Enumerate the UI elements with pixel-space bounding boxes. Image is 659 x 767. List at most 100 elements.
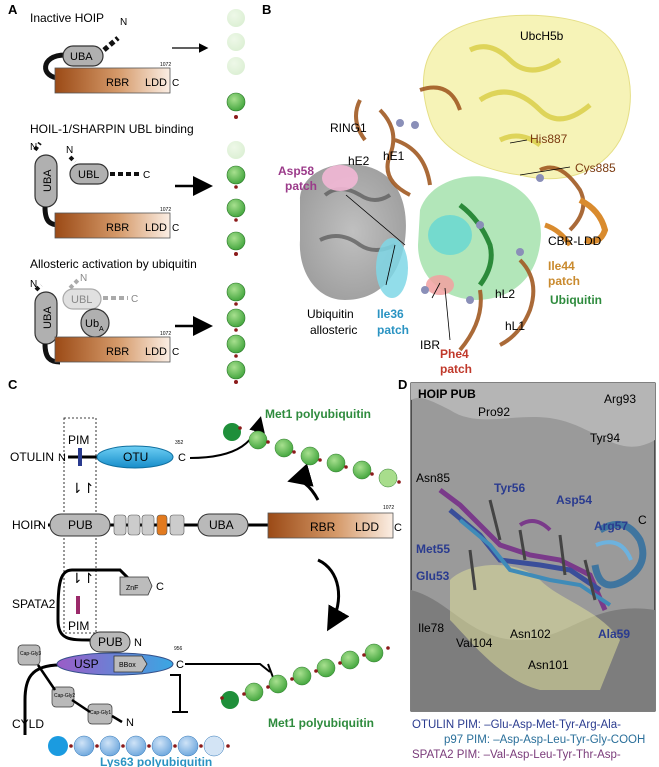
panel-b-letter: B <box>262 2 272 17</box>
hl2-label: hL2 <box>495 287 515 301</box>
bbox-label: BBox <box>119 662 136 669</box>
n-terminus: N <box>80 273 87 284</box>
residue-asp54: Asp54 <box>556 493 592 507</box>
panel-d-letter: D <box>398 377 408 392</box>
usp-c: C <box>176 659 184 671</box>
state-3-title: Allosteric activation by ubiquitin <box>30 257 197 271</box>
panel-d-title: HOIP PUB <box>418 387 476 401</box>
residue-tyr94: Tyr94 <box>590 431 620 445</box>
n-terminus: N <box>66 145 73 156</box>
interaction-box <box>63 417 97 634</box>
chain-state-2 <box>226 141 246 256</box>
ile36-label: Ile36 <box>377 307 404 321</box>
uba-label: UBA <box>209 518 234 532</box>
capgly1-domain <box>87 703 113 725</box>
uba-label: UBA <box>42 169 54 192</box>
met1-top-label: Met1 polyubiquitin <box>265 407 371 421</box>
hoip-label: HOIP <box>12 518 41 532</box>
residue-tyr56: Tyr56 <box>494 481 525 495</box>
c-terminus: C <box>143 170 150 181</box>
otulin-n: N <box>58 452 66 464</box>
ile36-patch <box>376 238 408 298</box>
his887-label: His887 <box>530 132 568 146</box>
pub2-label: PUB <box>98 635 123 649</box>
ubl-domain <box>69 163 109 185</box>
pub2-n: N <box>134 637 142 649</box>
rbr-ldd-domain <box>54 212 171 239</box>
c-terminus: C <box>172 347 179 358</box>
capgly2-domain <box>51 686 75 708</box>
residue-number: 1072 <box>160 62 171 68</box>
residue-pro92: Pro92 <box>478 405 510 419</box>
pim2-label: PIM <box>68 619 89 633</box>
rbr-label: RBR <box>106 77 129 89</box>
allosteric-label: allosteric <box>310 323 357 337</box>
rbr-label: RBR <box>106 346 129 358</box>
ubiquitin-allosteric-label: Ubiquitin <box>307 307 354 321</box>
hoip-ribbon <box>354 85 586 352</box>
c-terminus: C <box>131 294 138 305</box>
capgly3-label: Cap-Gly3 <box>20 651 41 657</box>
rbr-label: RBR <box>106 222 129 234</box>
ubl-label: UBL <box>71 294 92 306</box>
rbr-ldd-domain <box>54 67 171 94</box>
ldd-label: LDD <box>145 222 167 234</box>
spata2-label: SPATA2 <box>12 597 56 611</box>
ldd-label: LDD <box>355 520 379 534</box>
spata2-peptide <box>438 488 608 611</box>
helix-c-terminus: C <box>638 513 647 527</box>
phe4-label: Phe4 <box>440 347 469 361</box>
residue-asn102: Asn102 <box>510 627 551 641</box>
residue-ile78: Ile78 <box>418 621 444 635</box>
pub2-domain <box>89 631 131 653</box>
hoip-residue: 1072 <box>383 505 394 511</box>
uba-label: UBA <box>42 306 54 329</box>
ub-label: Ub <box>85 318 99 330</box>
ubl-label: UBL <box>78 169 99 181</box>
lys63-label: Lys63 polyubiquitin <box>100 755 212 767</box>
chain-state-3 <box>226 282 246 384</box>
ile44-label: Ile44 <box>548 259 575 273</box>
c-terminus: C <box>172 78 179 89</box>
hl1-label: hL1 <box>505 319 525 333</box>
met1-bottom-label: Met1 polyubiquitin <box>268 716 374 730</box>
phe4-patch-label: patch <box>440 362 472 376</box>
met1-chain-top <box>223 423 401 488</box>
he2-label: hE2 <box>348 154 370 168</box>
binding-arrows: ⇂↾ <box>71 480 94 496</box>
spata2-pim <box>76 596 80 614</box>
state-1-title: Inactive HOIP <box>30 11 104 25</box>
rbr-ldd-domain <box>54 336 171 363</box>
residue-arg57: Arg57 <box>594 519 628 533</box>
otulin-label: OTULIN <box>10 450 54 464</box>
znf-label: ZnF <box>126 585 138 592</box>
panel-b-structure: UbcH5b RING1 His887 Cys885 Asp58 patch h… <box>278 14 631 376</box>
bbox-domain <box>113 655 148 673</box>
ring1-label: RING1 <box>330 121 367 135</box>
asp58-label: Asp58 <box>278 164 314 178</box>
asp58-patch-label: patch <box>285 179 317 193</box>
capgly2-label: Cap-Gly2 <box>54 693 75 699</box>
chain-state-1 <box>226 9 246 119</box>
usp-residue: 956 <box>174 646 183 652</box>
residue-ala59: Ala59 <box>598 627 630 641</box>
cyld-n: N <box>126 717 134 729</box>
asp58-patch <box>322 165 358 191</box>
residue-asn101: Asn101 <box>528 658 569 672</box>
ldd-label: LDD <box>145 77 167 89</box>
ile44-patch-label: patch <box>548 274 580 288</box>
znf-domain <box>119 576 153 596</box>
hoip-n: N <box>38 520 46 532</box>
ubch5b-label: UbcH5b <box>520 29 564 43</box>
n-terminus: N <box>120 17 127 28</box>
residue-number: 1072 <box>160 207 171 213</box>
c-terminus: C <box>172 223 179 234</box>
p97-pim-sequence: p97 PIM: –Asp-Asp-Leu-Tyr-Gly-COOH <box>444 734 646 746</box>
otu-residue: 352 <box>175 440 184 446</box>
n-terminus: N <box>30 142 37 153</box>
uba-domain <box>62 45 104 67</box>
spata2-pim-sequence: SPATA2 PIM: –Val-Asp-Leu-Tyr-Thr-Asp- <box>412 749 621 761</box>
p97-peptide <box>458 518 612 607</box>
otu-label: OTU <box>123 450 148 464</box>
